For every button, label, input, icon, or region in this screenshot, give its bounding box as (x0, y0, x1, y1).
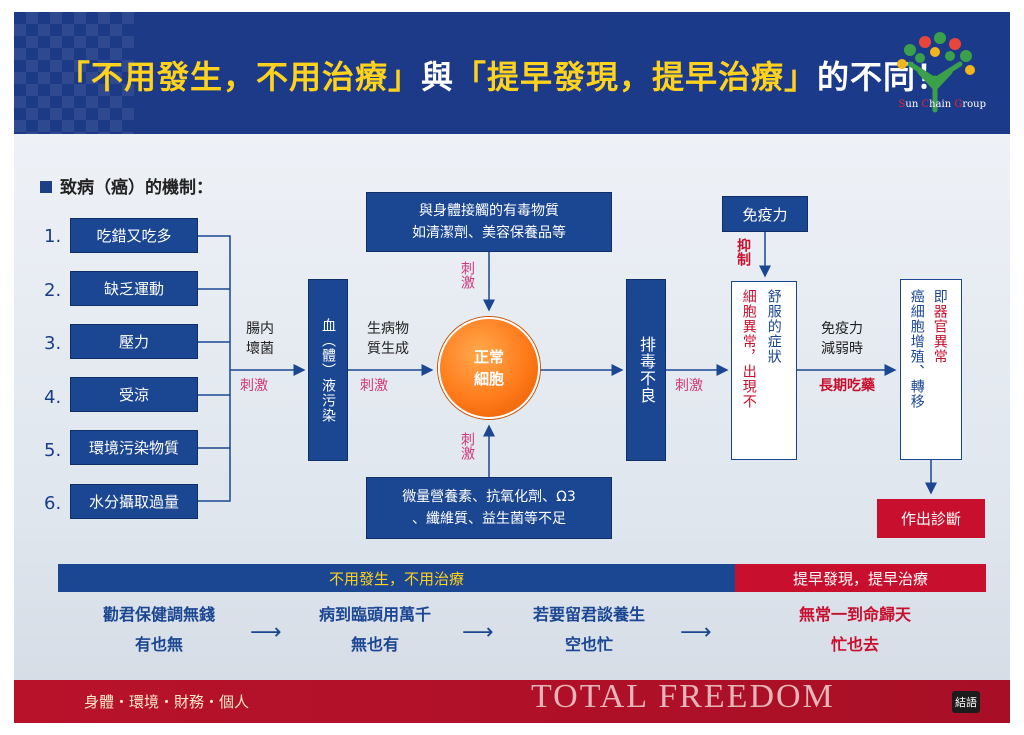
organ-abnormal-box (900, 279, 962, 460)
square-bullet-icon (40, 181, 52, 193)
phrase-line: 勸君保健調無錢 (102, 605, 215, 624)
stimulate-label: 刺激 (459, 261, 475, 289)
toxic-substance-box: 與身體接觸的有毒物質 如清潔劑、美容保養品等 (366, 192, 612, 252)
stimulate-label: 刺激 (240, 378, 268, 394)
symptom-text-col2: 細胞異常，出現不 (740, 289, 757, 409)
symptom-text-col1: 舒服的症狀 (765, 289, 782, 364)
phrase-line: 空也忙 (564, 634, 613, 654)
section-title: 致病（癌）的機制： (40, 173, 213, 198)
phrase-line: 若要留君談養生 (532, 605, 645, 624)
phrase-line: 有也無 (134, 634, 183, 654)
long-term-medication-label: 長期吃藥 (819, 378, 875, 394)
blood-pollution-text: 血（體）液污染 (320, 317, 336, 423)
title-part-3: 「提早發現，提早治療」 (454, 58, 818, 96)
tree-logo-icon (897, 32, 975, 113)
stimulate-label: 刺激 (675, 378, 703, 394)
footer-categories: 身體・環境・財務・個人 (84, 693, 250, 711)
disease-substance-label: 生病物 質生成 (367, 321, 409, 358)
blood-pollution-box: 血（體）液污染 (308, 279, 348, 461)
phrase-line: 無常一到命歸天 (798, 605, 911, 624)
cause-box: 吃錯又吃多 (70, 218, 198, 253)
phrase-line: 無也有 (350, 634, 399, 654)
organ-text-col2: 癌細胞增殖、轉移 (908, 289, 925, 409)
organ-text-red: 器官異常 (931, 304, 948, 364)
normal-cell-circle: 正常 細胞 (438, 317, 540, 419)
title-part-2: 與 (421, 58, 455, 96)
cause-number: 4. (44, 387, 62, 408)
section-title-text: 致病（癌）的機制： (60, 178, 213, 198)
phrase-block: 病到臨頭用萬千 無也有 (300, 600, 450, 659)
right-arrow-icon: ⟶ (680, 620, 712, 645)
header-banner (14, 12, 1010, 134)
phrase-block: 若要留君談養生 空也忙 (514, 600, 664, 659)
phrase-block: 勸君保健調無錢 有也無 (84, 600, 234, 659)
poor-detox-box: 排毒不良 (626, 279, 666, 461)
prevention-bar: 不用發生，不用治療 (58, 564, 735, 592)
title-part-1: 「不用發生，不用治療」 (58, 58, 422, 96)
suppress-label: 抑制 (735, 238, 751, 266)
cause-number: 2. (44, 280, 62, 301)
phrase-line: 病到臨頭用萬千 (318, 605, 431, 624)
cause-number: 5. (44, 440, 62, 461)
right-arrow-icon: ⟶ (462, 620, 494, 645)
conclusion-tag: 結語 (952, 691, 980, 713)
abnormal-cell-box (731, 281, 797, 460)
cause-number: 3. (44, 333, 62, 354)
immunity-box: 免疫力 (722, 196, 808, 232)
normal-cell-text: 正常 細胞 (473, 347, 504, 389)
phrase-line: 忙也去 (830, 634, 879, 654)
cause-box: 受涼 (70, 377, 198, 412)
diagnose-box: 作出診斷 (877, 499, 985, 538)
poor-detox-text: 排毒不良 (637, 336, 656, 404)
immunity-weak-label: 免疫力 減弱時 (821, 321, 863, 358)
cause-number: 6. (44, 493, 62, 514)
organ-text-col1: 即器官異常 (931, 289, 948, 364)
cause-box: 缺乏運動 (70, 271, 198, 306)
stimulate-label: 刺激 (360, 378, 388, 394)
early-detection-bar: 提早發現，提早治療 (735, 564, 986, 592)
cause-box: 環境污染物質 (70, 430, 198, 465)
logo-text: Sun Chain Group (898, 99, 986, 110)
right-arrow-icon: ⟶ (250, 620, 282, 645)
organ-text-prefix: 即 (931, 289, 948, 304)
phrase-block: 無常一到命歸天 忙也去 (780, 600, 930, 659)
cause-number: 1. (44, 226, 62, 247)
footer-bar (14, 680, 1010, 723)
gut-bacteria-label: 腸内 壞菌 (246, 321, 274, 358)
cause-box: 壓力 (70, 324, 198, 359)
cause-box: 水分攝取過量 (70, 484, 198, 519)
footer-slogan: TOTAL FREEDOM (531, 678, 835, 715)
stimulate-label: 刺激 (459, 432, 475, 460)
nutrient-deficiency-box: 微量營養素、抗氧化劑、Ω3 、纖維質、益生菌等不足 (366, 477, 612, 539)
header-checker-pattern (14, 12, 134, 134)
